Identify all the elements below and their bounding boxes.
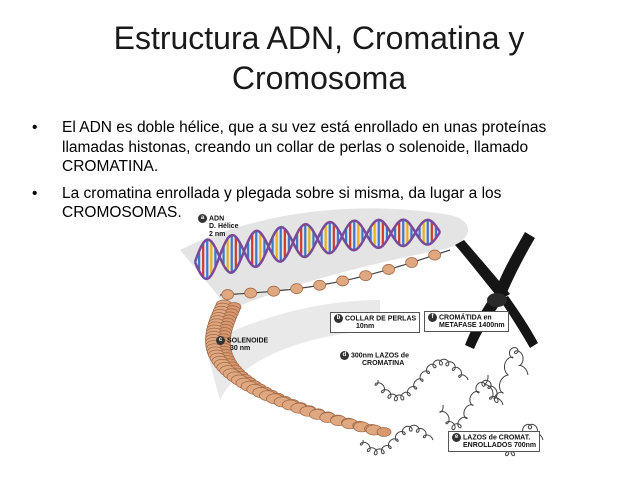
chromatin-loops bbox=[359, 346, 544, 457]
bullet-text: La cromatina enrollada y plegada sobre s… bbox=[62, 184, 502, 222]
helix-strand bbox=[193, 218, 442, 274]
bullet-item: • La cromatina enrollada y plegada sobre… bbox=[30, 184, 590, 223]
histone-bead bbox=[244, 287, 258, 299]
histone-bead bbox=[336, 275, 350, 287]
histone-bead bbox=[359, 270, 373, 282]
histone-bead bbox=[267, 285, 281, 297]
histone-bead bbox=[382, 264, 396, 275]
bullet-text: El ADN es doble hélice, que a su vez est… bbox=[62, 119, 547, 175]
chromatin-coil bbox=[374, 358, 469, 402]
title-line-2: Cromosoma bbox=[231, 60, 407, 96]
chromatin-coil bbox=[484, 346, 529, 404]
bead-string bbox=[219, 249, 451, 300]
chromatin-coil bbox=[439, 379, 504, 431]
histone-bead bbox=[313, 279, 327, 291]
bullet-item: • El ADN es doble hélice, que a su vez e… bbox=[30, 118, 590, 177]
bullet-icon: • bbox=[32, 184, 38, 202]
slide-title: Estructura ADN, Cromatina y Cromosoma bbox=[40, 18, 598, 98]
chromatin-coil bbox=[359, 424, 434, 456]
histone-bead bbox=[405, 257, 419, 268]
solenoid-fiber bbox=[205, 299, 392, 437]
dna-double-helix bbox=[193, 218, 442, 281]
title-line-1: Estructura ADN, Cromatina y bbox=[113, 20, 525, 56]
solenoid-bead bbox=[376, 427, 392, 437]
histone-bead bbox=[290, 283, 304, 295]
histone-bead bbox=[221, 289, 235, 300]
bullet-list: • El ADN es doble hélice, que a su vez e… bbox=[30, 118, 590, 230]
histone-bead bbox=[428, 249, 442, 261]
bullet-icon: • bbox=[32, 119, 38, 136]
